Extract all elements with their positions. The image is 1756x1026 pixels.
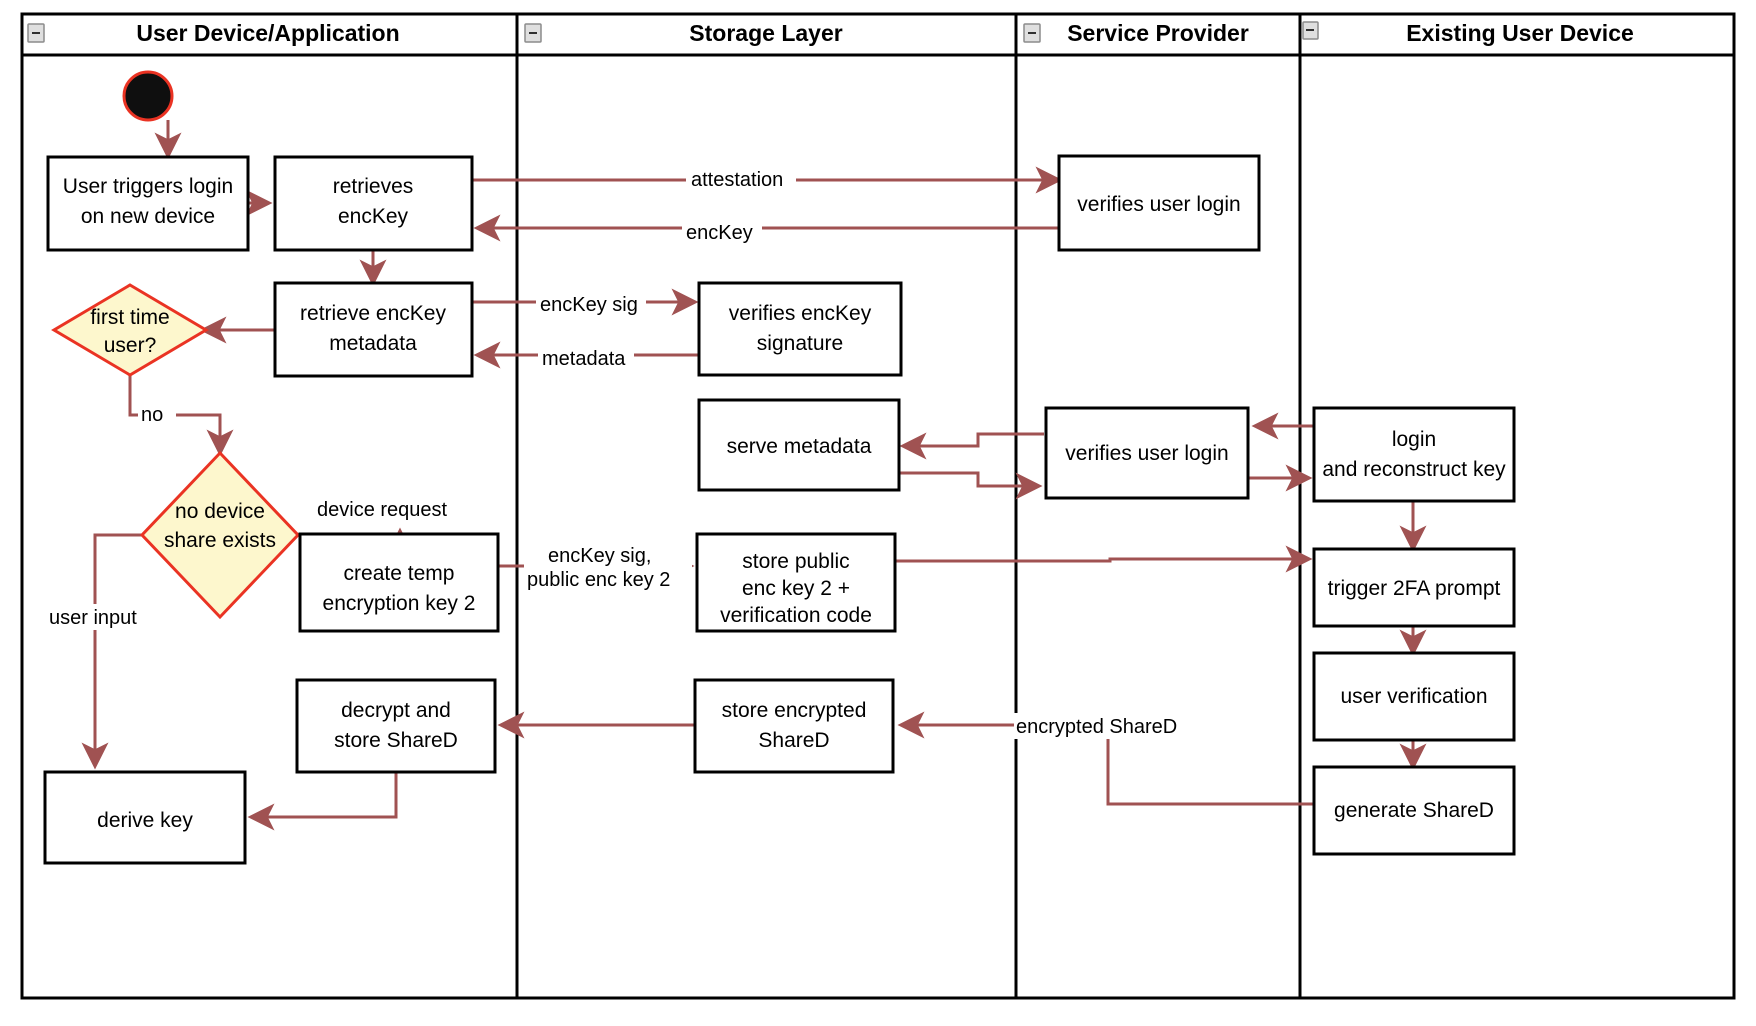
node-label-line: derive key [97, 809, 193, 832]
node-create-temp-encryption-key-2[interactable]: create temp encryption key 2 [298, 532, 500, 633]
node-label-line: metadata [329, 332, 417, 355]
edge-label-attestation: attestation [691, 169, 783, 191]
node-label-line: retrieves [333, 175, 414, 198]
edge-user-input [81, 533, 144, 770]
start-node [122, 70, 174, 122]
edge-verifies-to-serve-metadata [899, 432, 1044, 460]
edge-store-public-to-trigger-2fa [896, 545, 1313, 573]
node-first-time-user-decision[interactable]: first time user? [51, 283, 209, 377]
node-label-line: verifies user login [1065, 442, 1228, 465]
node-label-line: enc key 2 + [742, 577, 850, 600]
node-label-line: login [1392, 428, 1436, 451]
node-label-line: verification code [720, 604, 872, 627]
node-label-line: user verification [1340, 685, 1487, 708]
minus-icon[interactable] [524, 23, 542, 43]
node-retrieves-enckey[interactable]: retrieves encKey [273, 155, 474, 252]
node-label-line: retrieve encKey [300, 302, 446, 325]
edge-label-enckey-sig-line1: encKey sig, [548, 545, 651, 567]
node-store-public-enc-key-2[interactable]: store public enc key 2 + verification co… [695, 532, 897, 633]
node-user-triggers-login[interactable]: User triggers login on new device [46, 155, 250, 252]
node-label-line: and reconstruct key [1322, 458, 1506, 481]
lane-header-user-device[interactable]: User Device/Application [27, 20, 400, 46]
lane-title-service-provider: Service Provider [1067, 20, 1249, 46]
node-label-line: store ShareD [334, 729, 458, 752]
minus-icon[interactable] [27, 23, 45, 43]
node-label-line: verifies encKey [729, 302, 872, 325]
edge-label-device-request: device request [317, 499, 448, 521]
node-verifies-enckey-signature[interactable]: verifies encKey signature [697, 281, 903, 377]
node-label-line: store public [742, 550, 849, 573]
node-label-line: decrypt and [341, 699, 451, 722]
node-label-line: store encrypted [722, 699, 867, 722]
node-label-line: generate ShareD [1334, 799, 1494, 822]
edge-label-enckey: encKey [686, 222, 753, 244]
node-login-and-reconstruct-key[interactable]: login and reconstruct key [1312, 406, 1516, 503]
node-label-line: user? [104, 334, 157, 357]
node-label-line: verifies user login [1077, 193, 1240, 216]
edge-label-no: no [141, 404, 163, 426]
lane-frame-group [20, 12, 1736, 1000]
node-trigger-2fa-prompt[interactable]: trigger 2FA prompt [1312, 547, 1516, 628]
diagram-outer-frame [20, 12, 1736, 1000]
lane-header-service-provider[interactable]: Service Provider [1023, 20, 1249, 46]
edge-label-user-input: user input [49, 607, 137, 629]
node-no-device-share-decision[interactable]: no device share exists [139, 450, 301, 620]
node-verifies-user-login-top[interactable]: verifies user login [1057, 154, 1261, 252]
edge-label-encrypted-shared: encrypted ShareD [1016, 716, 1177, 738]
edge-encrypted-shared [897, 711, 1315, 806]
edge-label-metadata: metadata [542, 348, 626, 370]
node-label-line: User triggers login [63, 175, 233, 198]
node-generate-shared[interactable]: generate ShareD [1312, 765, 1516, 856]
node-store-encrypted-shared[interactable]: store encrypted ShareD [693, 678, 895, 774]
edge-labels-group: attestation encKey encKey sig metadata n… [46, 166, 1184, 739]
node-label-line: encryption key 2 [323, 592, 476, 615]
node-label-line: create temp [344, 562, 455, 585]
minus-icon[interactable] [1023, 23, 1041, 43]
node-verifies-user-login-middle[interactable]: verifies user login [1044, 406, 1250, 500]
node-decrypt-and-store-shared[interactable]: decrypt and store ShareD [295, 678, 497, 774]
node-label-line: no device [175, 500, 265, 523]
lane-header-storage-layer[interactable]: Storage Layer [524, 20, 843, 46]
node-label-line: first time [90, 306, 169, 329]
node-serve-metadata[interactable]: serve metadata [697, 398, 901, 492]
lane-title-storage-layer: Storage Layer [689, 20, 842, 46]
node-label-line: encKey [338, 205, 409, 228]
node-derive-key[interactable]: derive key [43, 770, 247, 865]
minus-icon[interactable] [1302, 21, 1319, 40]
edge-decrypt-to-derive-key [247, 772, 398, 831]
node-label-line: trigger 2FA prompt [1328, 577, 1501, 600]
node-label-line: serve metadata [727, 435, 872, 458]
edge-label-enckey-sig: encKey sig [540, 294, 638, 316]
node-label-line: on new device [81, 205, 215, 228]
edge-label-public-enc-key-2-line2: public enc key 2 [527, 569, 670, 591]
lane-title-existing-user-device: Existing User Device [1406, 20, 1634, 46]
node-label-line: share exists [164, 529, 276, 552]
node-label-line: ShareD [758, 729, 829, 752]
edge-serve-metadata-to-verifies [898, 471, 1043, 500]
node-retrieve-enckey-metadata[interactable]: retrieve encKey metadata [273, 281, 474, 378]
node-label-line: signature [757, 332, 843, 355]
node-user-verification[interactable]: user verification [1312, 651, 1516, 742]
lane-header-existing-user-device[interactable]: Existing User Device [1302, 20, 1634, 46]
lane-title-user-device: User Device/Application [136, 20, 399, 46]
